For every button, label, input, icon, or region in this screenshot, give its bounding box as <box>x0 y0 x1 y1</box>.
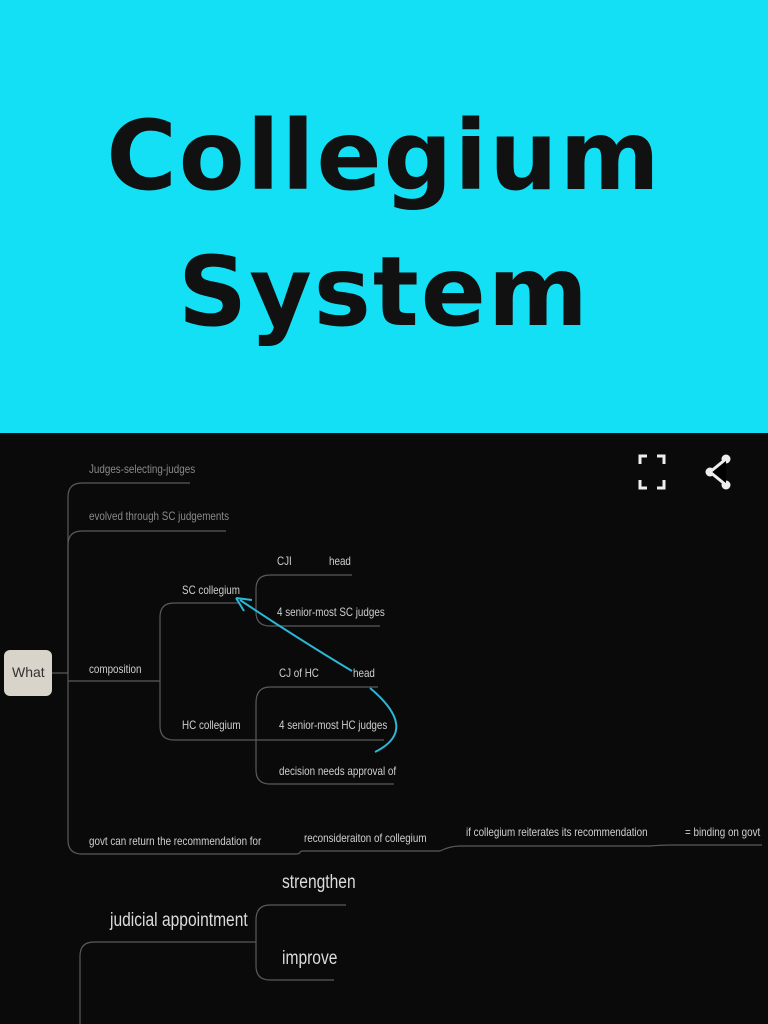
node-cji[interactable]: CJI <box>277 554 292 568</box>
node-binding-on-govt[interactable]: = binding on govt <box>685 825 761 839</box>
node-judicial-appointment[interactable]: judicial appointment <box>110 910 248 931</box>
node-govt-can-return[interactable]: govt can return the recommendation for <box>89 834 262 848</box>
root-node-what[interactable]: What <box>4 650 52 696</box>
node-sc-collegium[interactable]: SC collegium <box>182 583 240 597</box>
node-cji-head[interactable]: head <box>329 554 351 568</box>
node-4-senior-most-hc-judges[interactable]: 4 senior-most HC judges <box>279 718 388 732</box>
root-node-label: What <box>12 664 45 680</box>
node-strengthen[interactable]: strengthen <box>282 872 356 893</box>
title-line-1: Collegium <box>106 100 662 212</box>
node-improve[interactable]: improve <box>282 948 338 969</box>
title-line-2: System <box>178 236 590 348</box>
title-banner: Collegium System <box>0 0 768 433</box>
node-evolved-through-sc-judgements[interactable]: evolved through SC judgements <box>89 509 230 523</box>
node-4-senior-most-sc-judges[interactable]: 4 senior-most SC judges <box>277 605 385 619</box>
node-decision-needs-approval[interactable]: decision needs approval of <box>279 764 397 778</box>
fullscreen-icon[interactable] <box>638 454 666 490</box>
node-judges-selecting-judges[interactable]: Judges-selecting-judges <box>89 462 196 476</box>
node-collegium-reiterates[interactable]: if collegium reiterates its recommendati… <box>466 825 648 839</box>
node-composition[interactable]: composition <box>89 662 142 676</box>
share-icon[interactable] <box>704 454 732 490</box>
node-cj-of-hc-head[interactable]: head <box>353 666 375 680</box>
node-cj-of-hc[interactable]: CJ of HC <box>279 666 319 680</box>
node-hc-collegium[interactable]: HC collegium <box>182 718 241 732</box>
node-reconsideration-of-collegium[interactable]: reconsideraiton of collegium <box>304 831 427 845</box>
